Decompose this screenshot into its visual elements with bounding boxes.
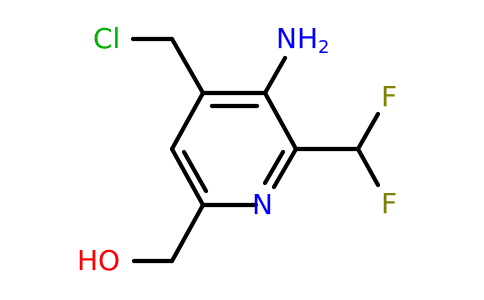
amino-label-subscript: 2 <box>318 37 329 58</box>
bond-c2-n1-inner <box>262 149 286 186</box>
amino-label: NH2 <box>276 22 329 58</box>
bond-c2-n1 <box>271 146 299 190</box>
atom-labels: Cl NH2 F F N HO <box>77 22 397 277</box>
fluorine-bottom-label: F <box>381 187 397 220</box>
bond-c4-ch2 <box>169 36 206 96</box>
bond-c5-c4 <box>169 90 206 152</box>
bond-c3-c2 <box>262 90 299 152</box>
bond-c6-c5-inner <box>181 149 209 194</box>
bond-c6-c5 <box>169 146 206 208</box>
ring-nitrogen-label: N <box>252 188 273 221</box>
bonds <box>130 36 381 264</box>
bond-chf2-f-top <box>355 111 381 152</box>
amino-label-main: NH <box>276 22 318 55</box>
bond-c3-nh2 <box>262 55 288 96</box>
hydroxyl-label: HO <box>77 244 120 277</box>
fluorine-top-label: F <box>381 80 397 113</box>
bond-chf2-f-bottom <box>355 146 381 188</box>
bond-c6-ch2 <box>169 202 206 264</box>
chlorine-label: Cl <box>93 22 120 55</box>
